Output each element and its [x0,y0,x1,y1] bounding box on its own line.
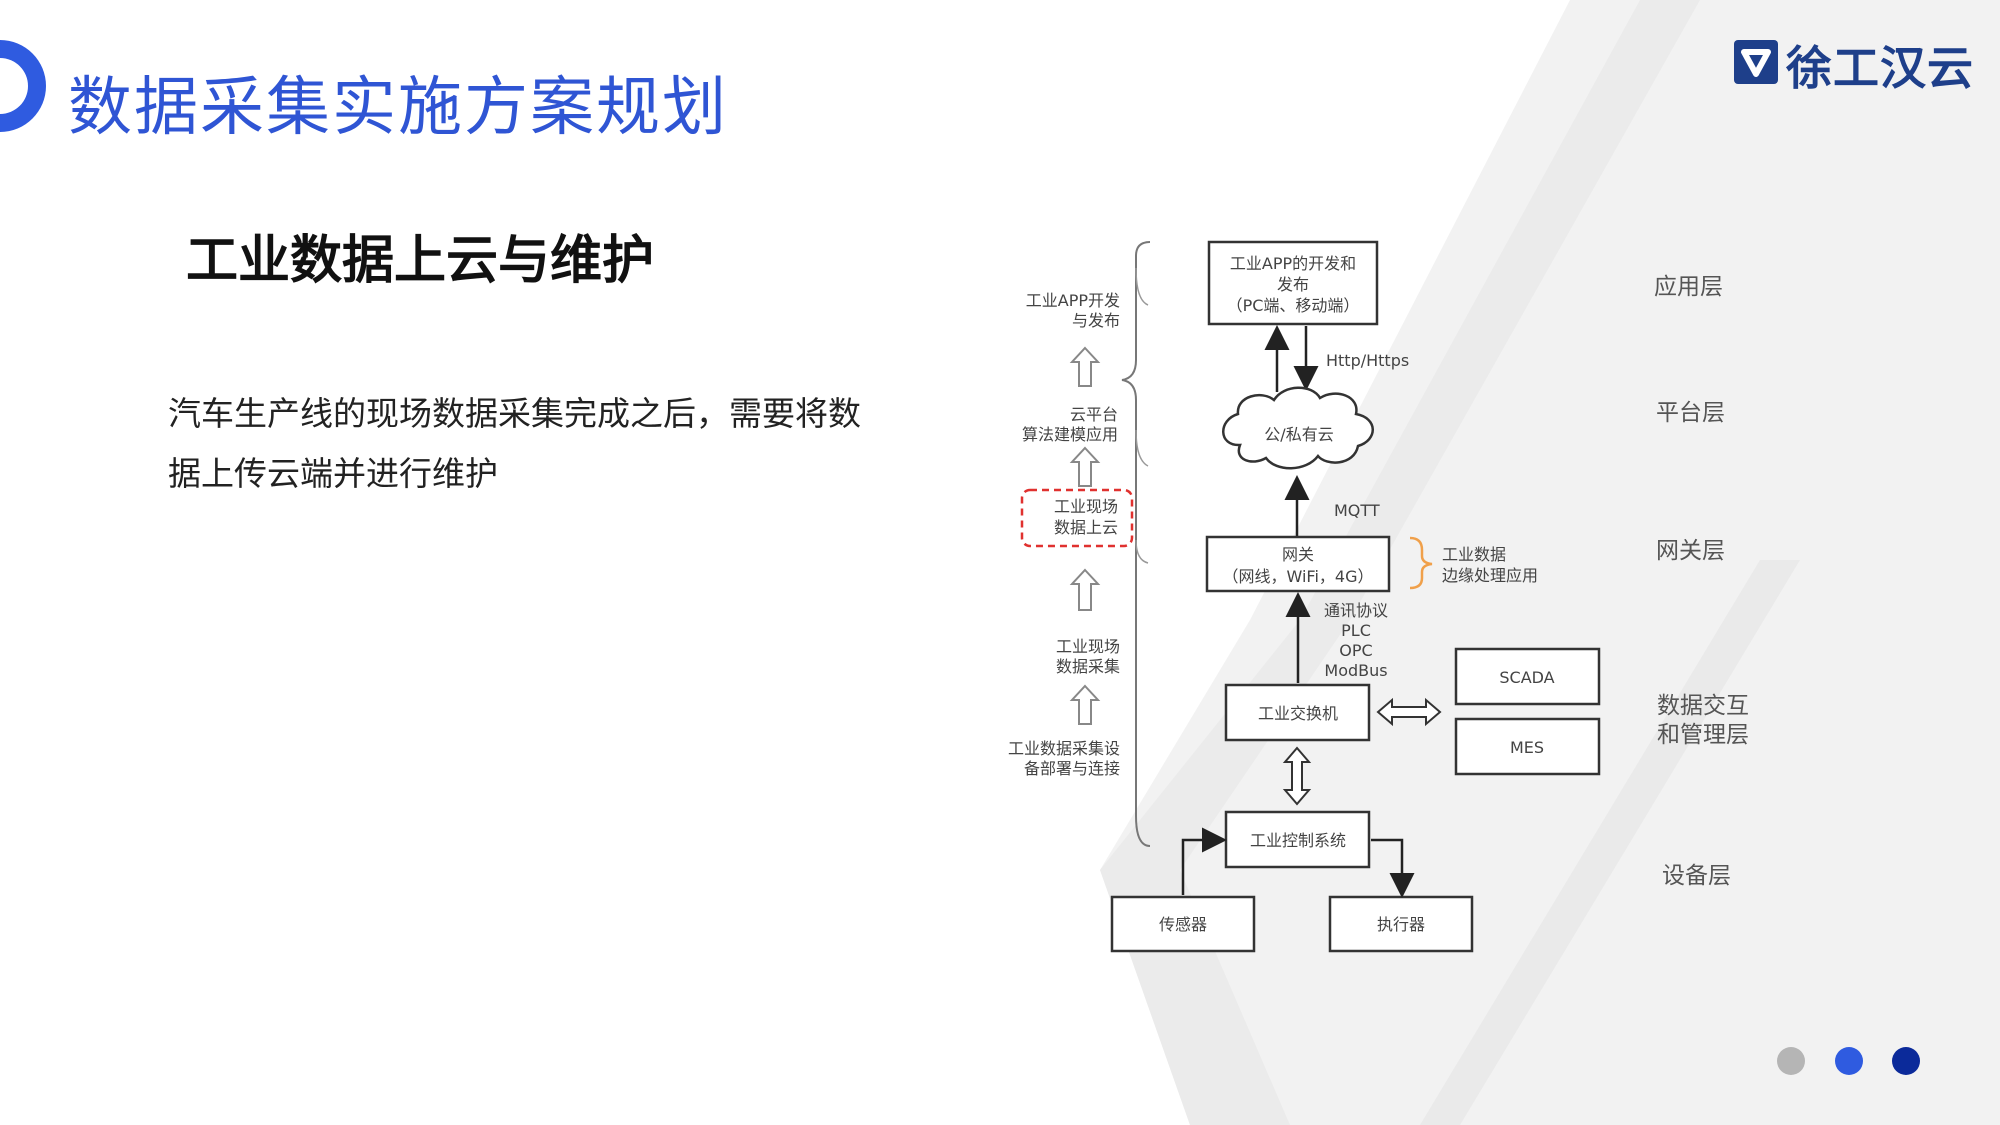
protocol-line-3: OPC [1339,641,1372,660]
layer-gateway: 网关层 [1656,538,1725,564]
layer-data-mgmt-2: 和管理层 [1657,722,1749,748]
section-heading: 工业数据上云与维护 [186,231,655,291]
page-title: 数据采集实施方案规划 [68,71,728,145]
protocol-line-2: PLC [1341,621,1371,640]
mes-box [1454,717,1601,776]
scada-label: SCADA [1499,668,1554,687]
scada-box [1454,647,1601,706]
gateway-line-2: （网线，WiFi，4G） [1223,567,1374,586]
switch-label: 工业交换机 [1258,704,1338,723]
gateway-box [1205,535,1391,593]
page-dot-2[interactable] [1835,1047,1863,1075]
up-arrow-2 [1069,446,1101,487]
switch-box [1224,683,1371,742]
title-accent [0,40,46,132]
protocol-line-4: ModBus [1324,661,1387,680]
mes-label: MES [1510,738,1544,757]
up-arrow-3 [1069,568,1101,611]
highlight-box [1020,488,1134,548]
app-line-3: （PC端、移动端） [1227,296,1360,315]
step-cloud-1: 云平台 [1070,405,1118,424]
edge-app-line-1: 工业数据 [1442,545,1506,564]
page-dot-1[interactable] [1777,1047,1805,1075]
body-text: 汽车生产线的现场数据采集完成之后，需要将数据上传云端并进行维护 [168,394,861,493]
sensor-box [1110,895,1256,953]
actuator-label: 执行器 [1377,915,1425,934]
gateway-line-1: 网关 [1282,545,1314,564]
layer-platform: 平台层 [1656,400,1725,426]
step-collect-2: 数据采集 [1056,657,1120,676]
cloud-shape [1222,386,1374,470]
edge-app-line-2: 边缘处理应用 [1442,566,1538,585]
left-brace [1121,241,1151,847]
actuator-box [1328,895,1474,953]
layer-application: 应用层 [1654,274,1723,300]
control-label: 工业控制系统 [1250,831,1346,850]
up-arrow-1 [1069,346,1101,387]
step-deploy-2: 备部署与连接 [1024,759,1120,778]
step-collect-1: 工业现场 [1056,637,1120,656]
app-line-1: 工业APP的开发和 [1230,254,1356,273]
up-arrow-4 [1069,684,1101,725]
layer-device: 设备层 [1662,863,1731,889]
step-deploy-1: 工业数据采集设 [1008,739,1120,758]
app-box [1207,240,1379,326]
step-app-1: 工业APP开发 [1026,291,1120,310]
switch-mgmt-arrow [1376,697,1442,727]
mqtt-label: MQTT [1334,501,1380,520]
step-app-2: 与发布 [1072,311,1120,330]
step-upload-1: 工业现场 [1054,497,1118,516]
pagination [1776,1044,1976,1078]
protocol-line-1: 通讯协议 [1324,601,1388,620]
sensor-label: 传感器 [1159,915,1207,934]
app-line-2: 发布 [1277,275,1309,294]
step-upload-2: 数据上云 [1054,518,1118,537]
http-label: Http/Https [1326,351,1409,370]
brand-logo-icon [1734,40,1778,84]
layer-data-mgmt-1: 数据交互 [1657,693,1749,719]
step-cloud-2: 算法建模应用 [1022,425,1118,444]
brand-name: 徐工汉云 [1786,41,1974,95]
page-dot-3[interactable] [1892,1047,1920,1075]
switch-control-arrow [1282,746,1312,806]
cloud-label: 公/私有云 [1264,425,1333,444]
edge-bracket [1409,536,1433,590]
